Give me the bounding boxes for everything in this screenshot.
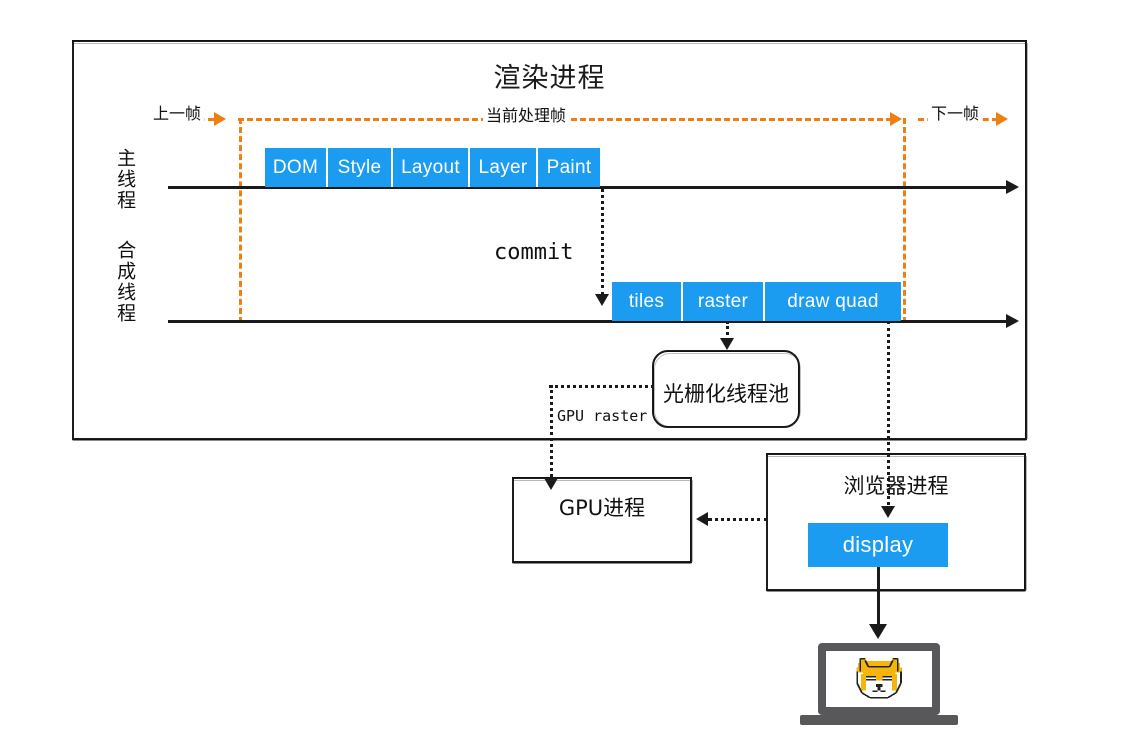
commit-connector-arrowhead <box>595 294 609 306</box>
gpu-raster-label: GPU raster <box>557 407 648 425</box>
gpu-raster-vertical-line <box>550 385 553 483</box>
dog-pixel-art-icon <box>853 653 905 705</box>
previous-frame-label: 上一帧 <box>150 100 205 124</box>
raster-to-pool-line <box>726 321 729 341</box>
browser-to-gpu-arrowhead <box>696 512 708 526</box>
compositor-block-draw-quad[interactable]: draw quad <box>765 282 901 321</box>
current-frame-label: 当前处理帧 <box>483 102 570 126</box>
current-frame-arrowhead <box>890 112 902 126</box>
main-thread-block-row: DOM Style Layout Layer Paint <box>265 148 600 187</box>
frame-boundary-end <box>903 118 906 323</box>
display-block[interactable]: display <box>808 523 950 567</box>
gpu-process-title: GPU进程 <box>558 496 646 520</box>
next-frame-arrowhead <box>996 112 1008 126</box>
display-to-laptop-arrowhead <box>869 624 887 639</box>
previous-frame-arrowhead <box>214 112 226 126</box>
main-block-dom[interactable]: DOM <box>265 148 328 187</box>
commit-connector-line <box>601 188 604 296</box>
commit-label: commit <box>494 240 574 265</box>
main-block-style[interactable]: Style <box>328 148 393 187</box>
laptop-screen <box>818 643 940 715</box>
gpu-raster-arrowhead <box>544 478 558 490</box>
draw-quad-to-browser-arrowhead <box>881 506 895 518</box>
browser-process-title: 浏览器进程 <box>843 474 949 498</box>
browser-to-gpu-line <box>708 518 768 521</box>
display-to-laptop-line <box>877 567 880 630</box>
main-thread-timeline <box>168 186 1008 189</box>
main-thread-label: 主线程 <box>114 148 137 211</box>
draw-quad-to-browser-line <box>887 321 890 511</box>
gpu-raster-horizontal-line <box>549 385 654 388</box>
compositor-thread-label: 合成线程 <box>114 240 137 324</box>
compositor-block-row: tiles raster draw quad <box>612 282 901 321</box>
frame-boundary-start <box>239 118 242 323</box>
renderer-process-title: 渲染进程 <box>493 63 606 94</box>
raster-thread-pool-title: 光栅化线程池 <box>663 382 789 406</box>
compositor-block-tiles[interactable]: tiles <box>612 282 683 321</box>
compositor-block-raster[interactable]: raster <box>683 282 765 321</box>
main-block-layout[interactable]: Layout <box>393 148 470 187</box>
output-laptop <box>800 643 958 725</box>
raster-to-pool-arrowhead <box>720 338 734 350</box>
main-block-layer[interactable]: Layer <box>470 148 538 187</box>
next-frame-label: 下一帧 <box>928 100 983 124</box>
laptop-base <box>800 715 958 725</box>
main-block-paint[interactable]: Paint <box>538 148 600 187</box>
compositor-thread-timeline <box>168 320 1008 323</box>
raster-thread-pool-box <box>652 350 801 428</box>
main-thread-timeline-arrowhead <box>1006 180 1019 194</box>
compositor-thread-timeline-arrowhead <box>1006 314 1019 328</box>
